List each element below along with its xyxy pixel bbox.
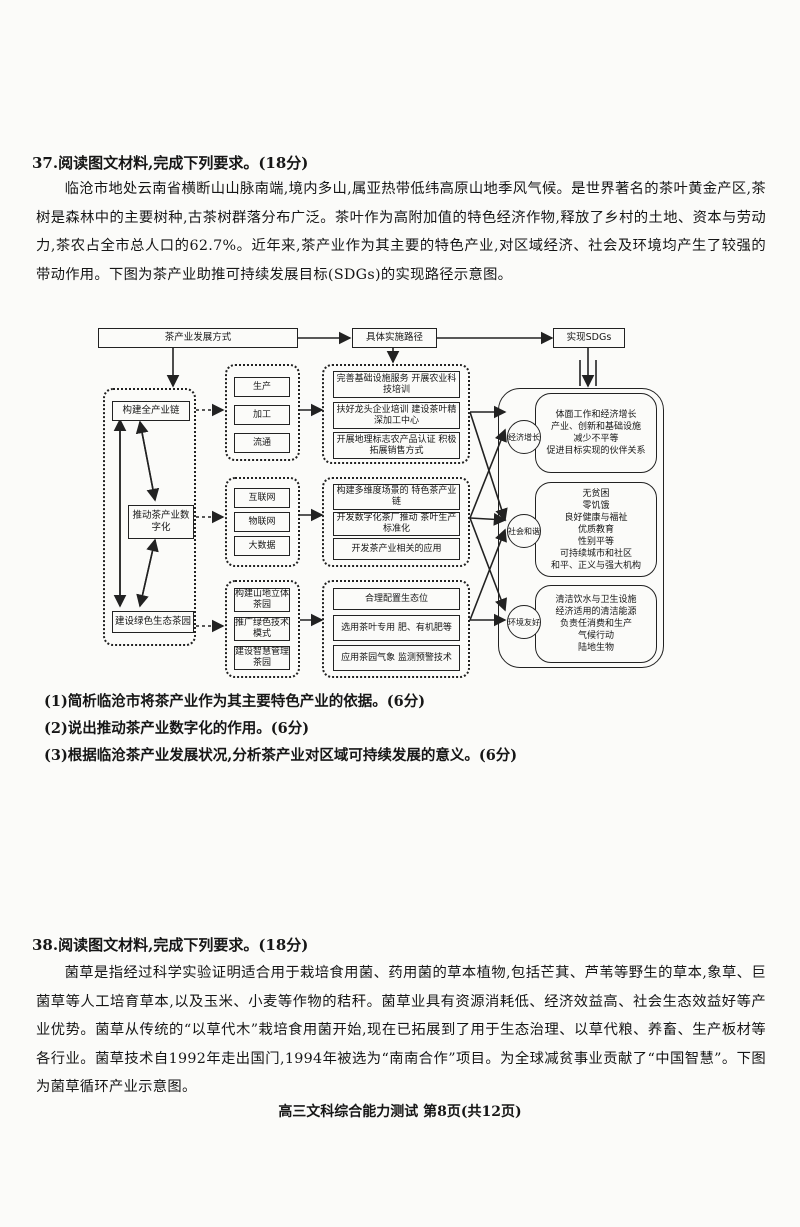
col2-group-3 [225, 580, 300, 678]
left-box-digitalize: 推动茶产业数字化 [128, 505, 194, 539]
col3-item: 开发茶产业相关的应用 [333, 538, 460, 560]
col3-item: 开展地理标志农产品认证 积极拓展销售方式 [333, 432, 460, 459]
col3-item: 完善基础设施服务 开展农业科技培训 [333, 371, 460, 398]
left-group-frame [103, 388, 196, 646]
question-37-1: (1)简析临沧市将茶产业作为其主要特色产业的依据。(6分) [44, 693, 426, 710]
col3-item: 选用茶叶专用 肥、有机肥等 [333, 615, 460, 641]
header-realize-sdgs: 实现SDGs [553, 328, 625, 348]
col3-item: 合理配置生态位 [333, 588, 460, 610]
col2-item: 加工 [234, 405, 290, 425]
col3-group-2 [322, 477, 470, 567]
sdg-economic-goals: 体面工作和经济增长产业、创新和基础设施减少不平等促进目标实现的伙伴关系 [535, 393, 657, 473]
page-footer: 高三文科综合能力测试 第8页(共12页) [278, 1104, 522, 1120]
sdg-frame [498, 388, 664, 668]
col2-item: 大数据 [234, 536, 290, 556]
col2-group-1 [225, 364, 300, 461]
header-development-mode: 茶产业发展方式 [98, 328, 298, 348]
col2-item: 生产 [234, 377, 290, 397]
col2-item: 构建山地立体茶园 [234, 588, 290, 612]
question-38-title: 38.阅读图文材料,完成下列要求。(18分) [32, 936, 309, 954]
circle-economic: 经济增长 [507, 420, 541, 454]
col3-group-1 [322, 364, 470, 464]
col2-group-2 [225, 477, 300, 567]
left-box-green-garden: 建设绿色生态茶园 [112, 611, 194, 633]
col2-item: 建设智慧管理茶园 [234, 646, 290, 670]
col3-item: 构建多维度场景的 特色茶产业链 [333, 484, 460, 510]
question-37-3: (3)根据临沧茶产业发展状况,分析茶产业对区域可持续发展的意义。(6分) [44, 747, 518, 764]
col2-item: 物联网 [234, 512, 290, 532]
header-implementation-path: 具体实施路径 [352, 328, 437, 348]
col2-item: 推广绿色技术模式 [234, 617, 290, 641]
sdg-environment-goals: 清洁饮水与卫生设施经济适用的清洁能源负责任消费和生产气候行动陆地生物 [535, 585, 657, 663]
col3-item: 应用茶园气象 监测预警技术 [333, 645, 460, 671]
col2-item: 互联网 [234, 488, 290, 508]
question-37-2: (2)说出推动茶产业数字化的作用。(6分) [44, 720, 310, 737]
col3-item: 扶好龙头企业培训 建设茶叶精深加工中心 [333, 402, 460, 429]
question-37-material: 临沧市地处云南省横断山山脉南端,境内多山,属亚热带低纬高原山地季风气候。是世界著… [36, 181, 766, 283]
question-37-title: 37.阅读图文材料,完成下列要求。(18分) [32, 154, 309, 172]
col2-item: 流通 [234, 433, 290, 453]
col3-item: 开发数字化茶厂推动 茶叶生产标准化 [333, 512, 460, 536]
sdg-social-goals: 无贫困零饥饿良好健康与福祉优质教育性别平等可持续城市和社区和平、正义与强大机构 [535, 482, 657, 577]
circle-environment: 环境友好 [507, 605, 541, 639]
col3-group-3 [322, 580, 470, 678]
left-box-full-chain: 构建全产业链 [112, 401, 190, 421]
question-38-material: 菌草是指经过科学实验证明适合用于栽培食用菌、药用菌的草本植物,包括芒萁、芦苇等野… [36, 965, 766, 1095]
circle-social: 社会和谐 [507, 514, 541, 548]
